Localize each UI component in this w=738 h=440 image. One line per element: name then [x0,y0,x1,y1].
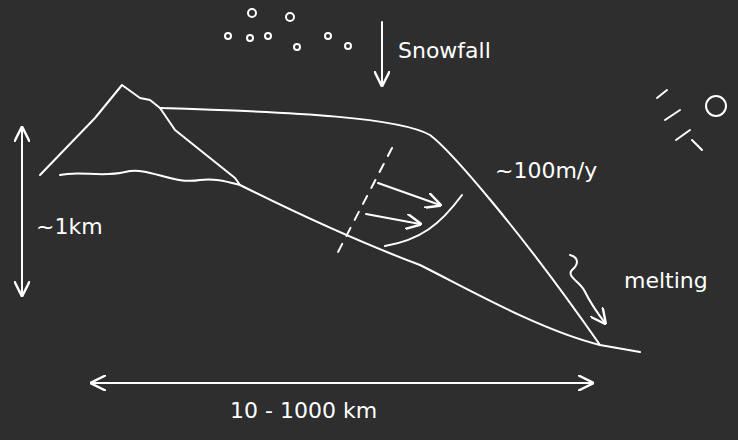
height-label: ~1km [36,214,103,240]
mountain-base [60,171,240,185]
snowflake [225,33,231,39]
snowflake [248,9,256,17]
melting-label: melting [624,268,708,294]
snowflake [345,43,351,49]
snowflake [325,33,331,39]
snowfall-label: Snowfall [398,38,491,64]
flow-arrow [378,183,440,205]
melting-arrow [570,255,605,323]
height-dimension [21,128,23,295]
sun [706,96,726,116]
length-dimension [92,382,592,384]
mountain-outline [40,85,240,185]
sun-rays [657,90,702,150]
glacier-surface [160,108,600,345]
speed-label: ~100m/y [495,158,597,184]
flow-arrow [366,214,420,224]
snowflake [294,44,300,50]
snowflake [247,35,253,41]
length-label: 10 - 1000 km [230,398,377,424]
snowflake [265,33,271,39]
snowflake [286,13,294,21]
snowfall-arrow [381,22,383,85]
glacier-bed [240,185,640,352]
cross-section [338,148,392,252]
